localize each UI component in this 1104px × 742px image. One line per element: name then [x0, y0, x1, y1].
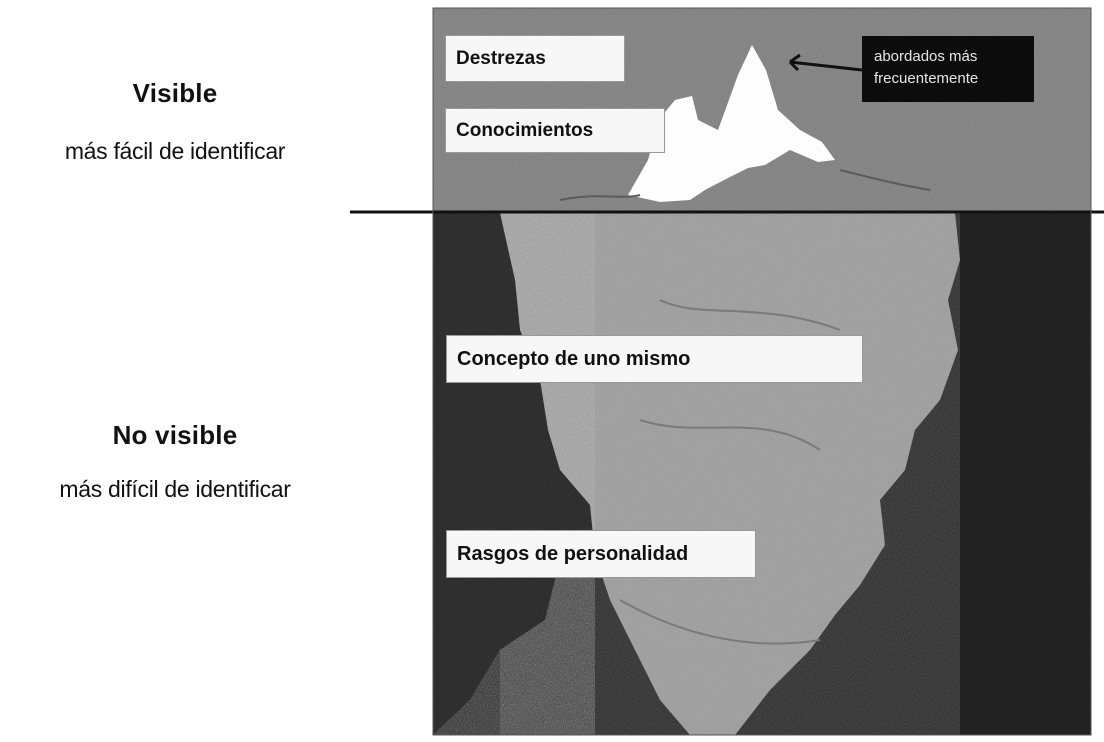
iceberg-crack — [619, 299, 841, 645]
label-self-concept: Concepto de uno mismo — [446, 335, 863, 383]
not-visible-heading: No visible — [112, 420, 238, 450]
callout-box: abordados más frecuentemente — [862, 36, 1034, 102]
visible-subtitle: más fácil de identificar — [64, 138, 286, 164]
not-visible-subtitle: más difícil de identificar — [59, 476, 291, 502]
illustration-frame — [432, 7, 1092, 736]
callout-line-1: abordados más — [874, 48, 978, 65]
visible-heading: Visible — [132, 78, 218, 108]
tip-water-reflection — [559, 169, 931, 201]
label-knowledge: Conocimientos — [445, 108, 665, 153]
callout-line-2: frecuentemente — [874, 70, 979, 87]
label-personality-traits: Rasgos de personalidad — [446, 530, 756, 578]
callout-pointer-arrow — [788, 53, 863, 72]
label-skills: Destrezas — [445, 35, 625, 82]
iceberg-tip — [628, 45, 835, 202]
